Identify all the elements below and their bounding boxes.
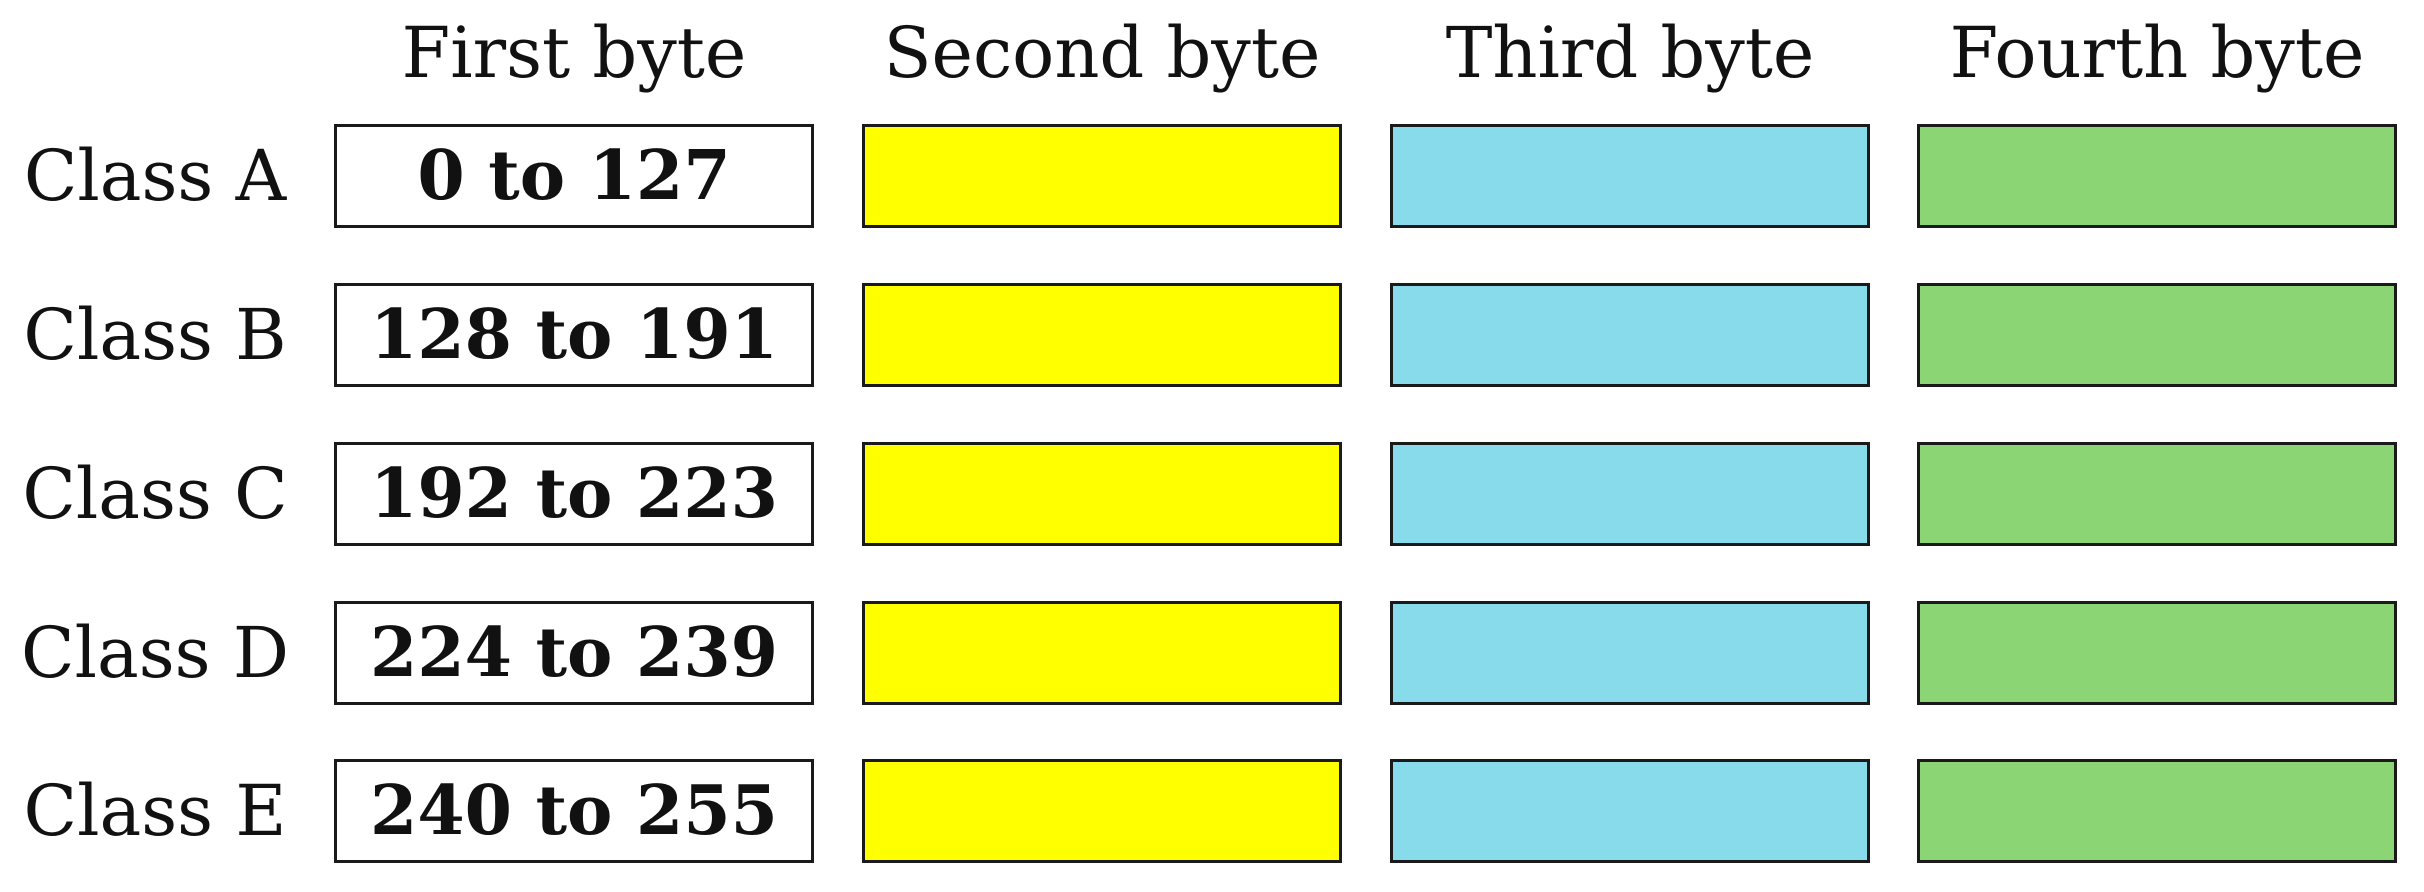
fourth-byte-cell-class-d: [1917, 601, 2397, 705]
second-byte-cell-class-d: [862, 601, 1342, 705]
third-byte-cell-class-d: [1390, 601, 1870, 705]
second-byte-cell-class-a: [862, 124, 1342, 228]
header-second-byte: Second byte: [883, 12, 1321, 94]
second-byte-cell-class-e: [862, 759, 1342, 863]
row-label-class-d: Class D: [21, 612, 289, 694]
first-byte-range-class-d: 224 to 239: [334, 601, 814, 705]
first-byte-range-class-a: 0 to 127: [334, 124, 814, 228]
fourth-byte-cell-class-a: [1917, 124, 2397, 228]
fourth-byte-cell-class-b: [1917, 283, 2397, 387]
second-byte-cell-class-c: [862, 442, 1342, 546]
row-label-class-a: Class A: [23, 135, 287, 217]
header-first-byte: First byte: [401, 12, 747, 94]
header-third-byte: Third byte: [1445, 12, 1815, 94]
fourth-byte-cell-class-e: [1917, 759, 2397, 863]
row-label-class-c: Class C: [22, 453, 288, 535]
fourth-byte-cell-class-c: [1917, 442, 2397, 546]
row-label-class-e: Class E: [23, 770, 287, 852]
header-fourth-byte: Fourth byte: [1949, 12, 2365, 94]
third-byte-cell-class-e: [1390, 759, 1870, 863]
third-byte-cell-class-b: [1390, 283, 1870, 387]
row-label-class-b: Class B: [23, 294, 287, 376]
second-byte-cell-class-b: [862, 283, 1342, 387]
first-byte-range-class-c: 192 to 223: [334, 442, 814, 546]
first-byte-range-class-b: 128 to 191: [334, 283, 814, 387]
third-byte-cell-class-c: [1390, 442, 1870, 546]
first-byte-range-class-e: 240 to 255: [334, 759, 814, 863]
third-byte-cell-class-a: [1390, 124, 1870, 228]
